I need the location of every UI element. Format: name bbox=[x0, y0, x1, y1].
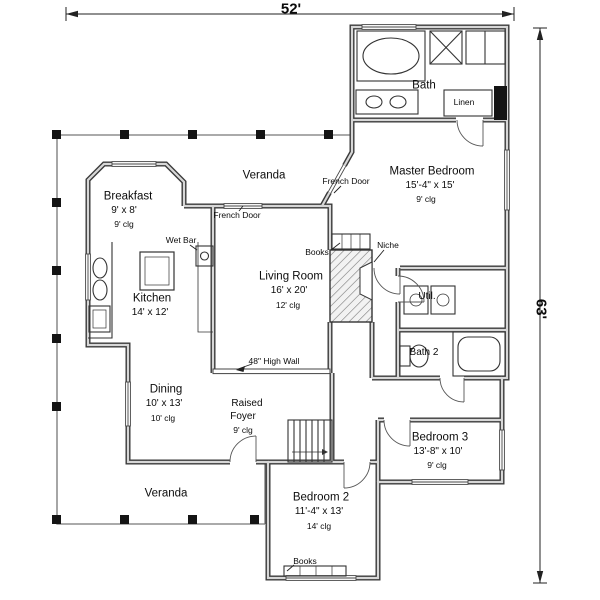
label-raised-foyer-clg: 9' clg bbox=[233, 424, 253, 435]
label-master-bedroom: Master Bedroom bbox=[389, 165, 475, 178]
label-dining-clg: 10' clg bbox=[150, 412, 176, 423]
label-master-bedroom-size: 15'-4" x 15' bbox=[405, 180, 455, 191]
label-living-room: Living Room bbox=[259, 270, 323, 283]
label-living-room-size: 16' x 20' bbox=[270, 285, 308, 296]
kitchen-counter bbox=[88, 242, 113, 339]
label-linen: Linen bbox=[453, 96, 475, 107]
label-master-bedroom-clg: 9' clg bbox=[416, 193, 436, 204]
bathtub-2 bbox=[452, 331, 506, 377]
stairs bbox=[287, 419, 333, 463]
label-wet-bar: Wet Bar bbox=[165, 234, 197, 245]
label-breakfast: Breakfast bbox=[103, 190, 153, 203]
toilet-tank bbox=[399, 345, 411, 367]
chase-fill bbox=[494, 86, 507, 120]
porch-columns bbox=[52, 130, 333, 524]
toilet-bowl bbox=[409, 344, 429, 368]
shower bbox=[429, 30, 463, 65]
label-dining: Dining bbox=[149, 383, 183, 396]
label-veranda-bottom: Veranda bbox=[144, 487, 188, 500]
label-books-living: Books bbox=[305, 246, 329, 257]
label-bath: Bath bbox=[412, 79, 436, 92]
label-bedroom3: Bedroom 3 bbox=[411, 431, 469, 444]
label-bath2: Bath 2 bbox=[409, 347, 439, 358]
label-bedroom2-clg: 14' clg bbox=[306, 520, 332, 531]
label-bedroom3-size: 13'-8" x 10' bbox=[413, 446, 463, 457]
label-breakfast-size: 9' x 8' bbox=[111, 205, 137, 216]
label-raised-foyer-2: Foyer bbox=[230, 411, 256, 422]
label-kitchen-size: 14' x 12' bbox=[131, 307, 169, 318]
label-books-bedroom2: Books bbox=[293, 555, 317, 566]
veranda-edge bbox=[56, 134, 352, 525]
dimension-height-label: 63' bbox=[532, 298, 550, 320]
label-french-door-lower: French Door bbox=[213, 209, 261, 220]
label-dining-size: 10' x 13' bbox=[145, 398, 183, 409]
door-swings bbox=[229, 119, 484, 489]
label-living-room-clg: 12' clg bbox=[275, 299, 301, 310]
kitchen-sink bbox=[92, 257, 108, 279]
label-bedroom2-size: 11'-4" x 13' bbox=[294, 506, 344, 517]
label-veranda-top: Veranda bbox=[242, 169, 286, 182]
wet-bar-sink bbox=[195, 245, 214, 267]
label-bedroom2: Bedroom 2 bbox=[292, 491, 350, 504]
half-height-wall bbox=[212, 368, 331, 375]
vanity bbox=[355, 89, 419, 115]
label-raised-foyer-1: Raised bbox=[231, 398, 263, 409]
range bbox=[88, 305, 111, 333]
bookshelf-living bbox=[331, 233, 371, 250]
linen-closet bbox=[443, 89, 493, 117]
high-wall-arrowhead bbox=[236, 366, 245, 372]
fireplace bbox=[329, 249, 373, 323]
label-bedroom3-clg: 9' clg bbox=[427, 459, 447, 470]
bookshelf-bedroom2 bbox=[283, 565, 347, 577]
fixtures bbox=[88, 30, 506, 577]
bathtub bbox=[356, 30, 426, 82]
washer bbox=[403, 285, 429, 315]
kitchen-island bbox=[139, 251, 175, 291]
label-breakfast-clg: 9' clg bbox=[114, 218, 134, 229]
label-high-wall: 48" High Wall bbox=[248, 355, 300, 366]
label-utility: Util. bbox=[418, 291, 436, 302]
dimension-arrows bbox=[66, 10, 544, 583]
dimension-width-label: 52' bbox=[280, 0, 302, 18]
label-french-door-upper: French Door bbox=[322, 175, 370, 186]
leader-lines bbox=[189, 185, 385, 572]
niche-opening bbox=[359, 261, 373, 301]
stairs-arrowhead bbox=[322, 449, 328, 455]
label-kitchen: Kitchen bbox=[132, 292, 172, 305]
label-niche: Niche bbox=[377, 239, 399, 250]
dryer bbox=[430, 285, 456, 315]
